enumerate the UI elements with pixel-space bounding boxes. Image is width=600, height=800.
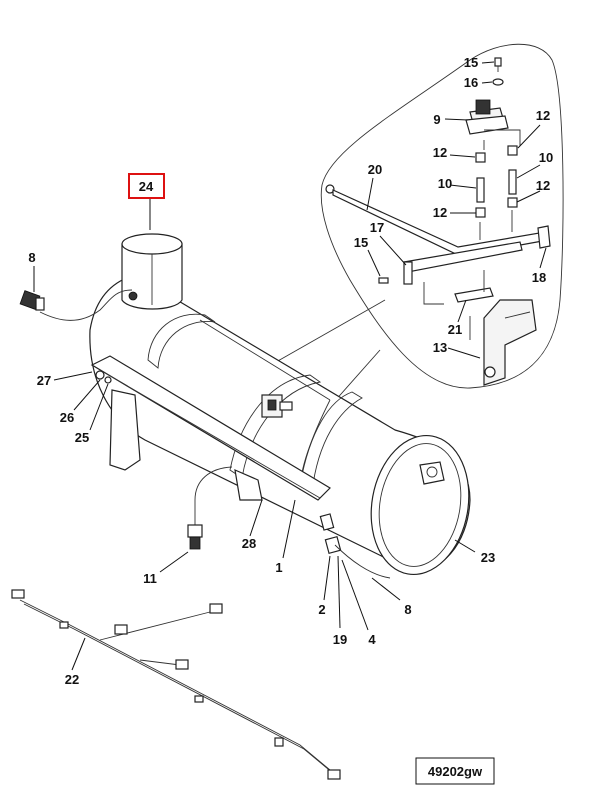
callout-15-top: 15 <box>464 55 478 70</box>
callout-10-right: 10 <box>539 150 553 165</box>
callout-11: 11 <box>143 571 157 586</box>
callout-15-bottom: 15 <box>354 235 368 250</box>
bracket-17 <box>403 241 523 285</box>
end-cap-inner <box>378 443 462 567</box>
mounting-rail-27 <box>90 355 331 501</box>
grommet-12-right-upper <box>507 145 518 156</box>
reference-code-box: 49202gw <box>415 757 495 785</box>
callout-17: 17 <box>370 220 384 235</box>
callout-16: 16 <box>464 75 478 90</box>
sensor-line-guides-lower <box>479 210 513 240</box>
callout-12-c: 12 <box>536 178 550 193</box>
callout-18: 18 <box>532 270 546 285</box>
callout-27: 27 <box>37 373 51 388</box>
end-cap-23 <box>370 434 470 576</box>
callout-8-right: 8 <box>404 602 411 617</box>
sensor-cluster-2-19-4 <box>319 513 391 579</box>
band-clamp-left <box>147 313 216 369</box>
outlet-tab <box>419 461 445 485</box>
callout-10-left: 10 <box>438 176 452 191</box>
callout-13: 13 <box>433 340 447 355</box>
callout-labels: 24 8 27 26 25 11 28 1 2 19 4 8 23 22 15 … <box>28 55 553 687</box>
screw-15 <box>494 57 502 72</box>
wire-harness-22 <box>11 589 341 780</box>
sensor-9 <box>465 99 509 135</box>
detail-guide-lines <box>423 282 471 340</box>
tube-10-left <box>476 177 485 203</box>
tube-10-right <box>508 169 517 195</box>
callout-20: 20 <box>368 162 382 177</box>
leader-lines <box>33 61 547 671</box>
sensor-line-guides <box>483 129 521 150</box>
callout-8-left: 8 <box>28 250 35 265</box>
detail-view <box>214 43 564 476</box>
callout-23: 23 <box>481 550 495 565</box>
mount-foot-left <box>109 389 141 471</box>
grommet-12-left-lower <box>475 207 486 218</box>
screw-15-lower <box>378 277 389 284</box>
sensor-module-center <box>261 394 293 418</box>
reference-code: 49202gw <box>428 764 483 779</box>
detail-bubble-outline <box>320 43 564 389</box>
outlet-hole <box>426 466 438 478</box>
inlet-pipe-24 <box>121 233 183 310</box>
callout-2: 2 <box>318 602 325 617</box>
exhaust-aftertreatment-assembly <box>19 233 471 579</box>
callout-12-d: 12 <box>433 205 447 220</box>
callout-19: 19 <box>333 632 347 647</box>
callout-4: 4 <box>368 632 376 647</box>
callout-21: 21 <box>448 322 462 337</box>
grommet-12-left-upper <box>475 152 486 163</box>
callout-28: 28 <box>242 536 256 551</box>
fastener-25-26 <box>95 370 112 384</box>
harness-8-left <box>19 289 133 321</box>
callout-22: 22 <box>65 672 79 687</box>
callout-1: 1 <box>275 560 282 575</box>
bracket-18 <box>537 225 551 249</box>
bracket-13 <box>483 299 537 386</box>
highlight-box-24 <box>128 173 165 199</box>
callout-24: 24 <box>139 179 154 194</box>
callout-9: 9 <box>433 112 440 127</box>
callout-12-a: 12 <box>433 145 447 160</box>
grommet-12-right-lower <box>507 197 518 208</box>
callout-12-b: 12 <box>536 108 550 123</box>
harness-11 <box>187 466 233 550</box>
detail-leader-top <box>261 299 386 371</box>
clamp-21 <box>454 270 494 303</box>
callout-25: 25 <box>75 430 89 445</box>
washer-16 <box>492 78 504 86</box>
callout-26: 26 <box>60 410 74 425</box>
